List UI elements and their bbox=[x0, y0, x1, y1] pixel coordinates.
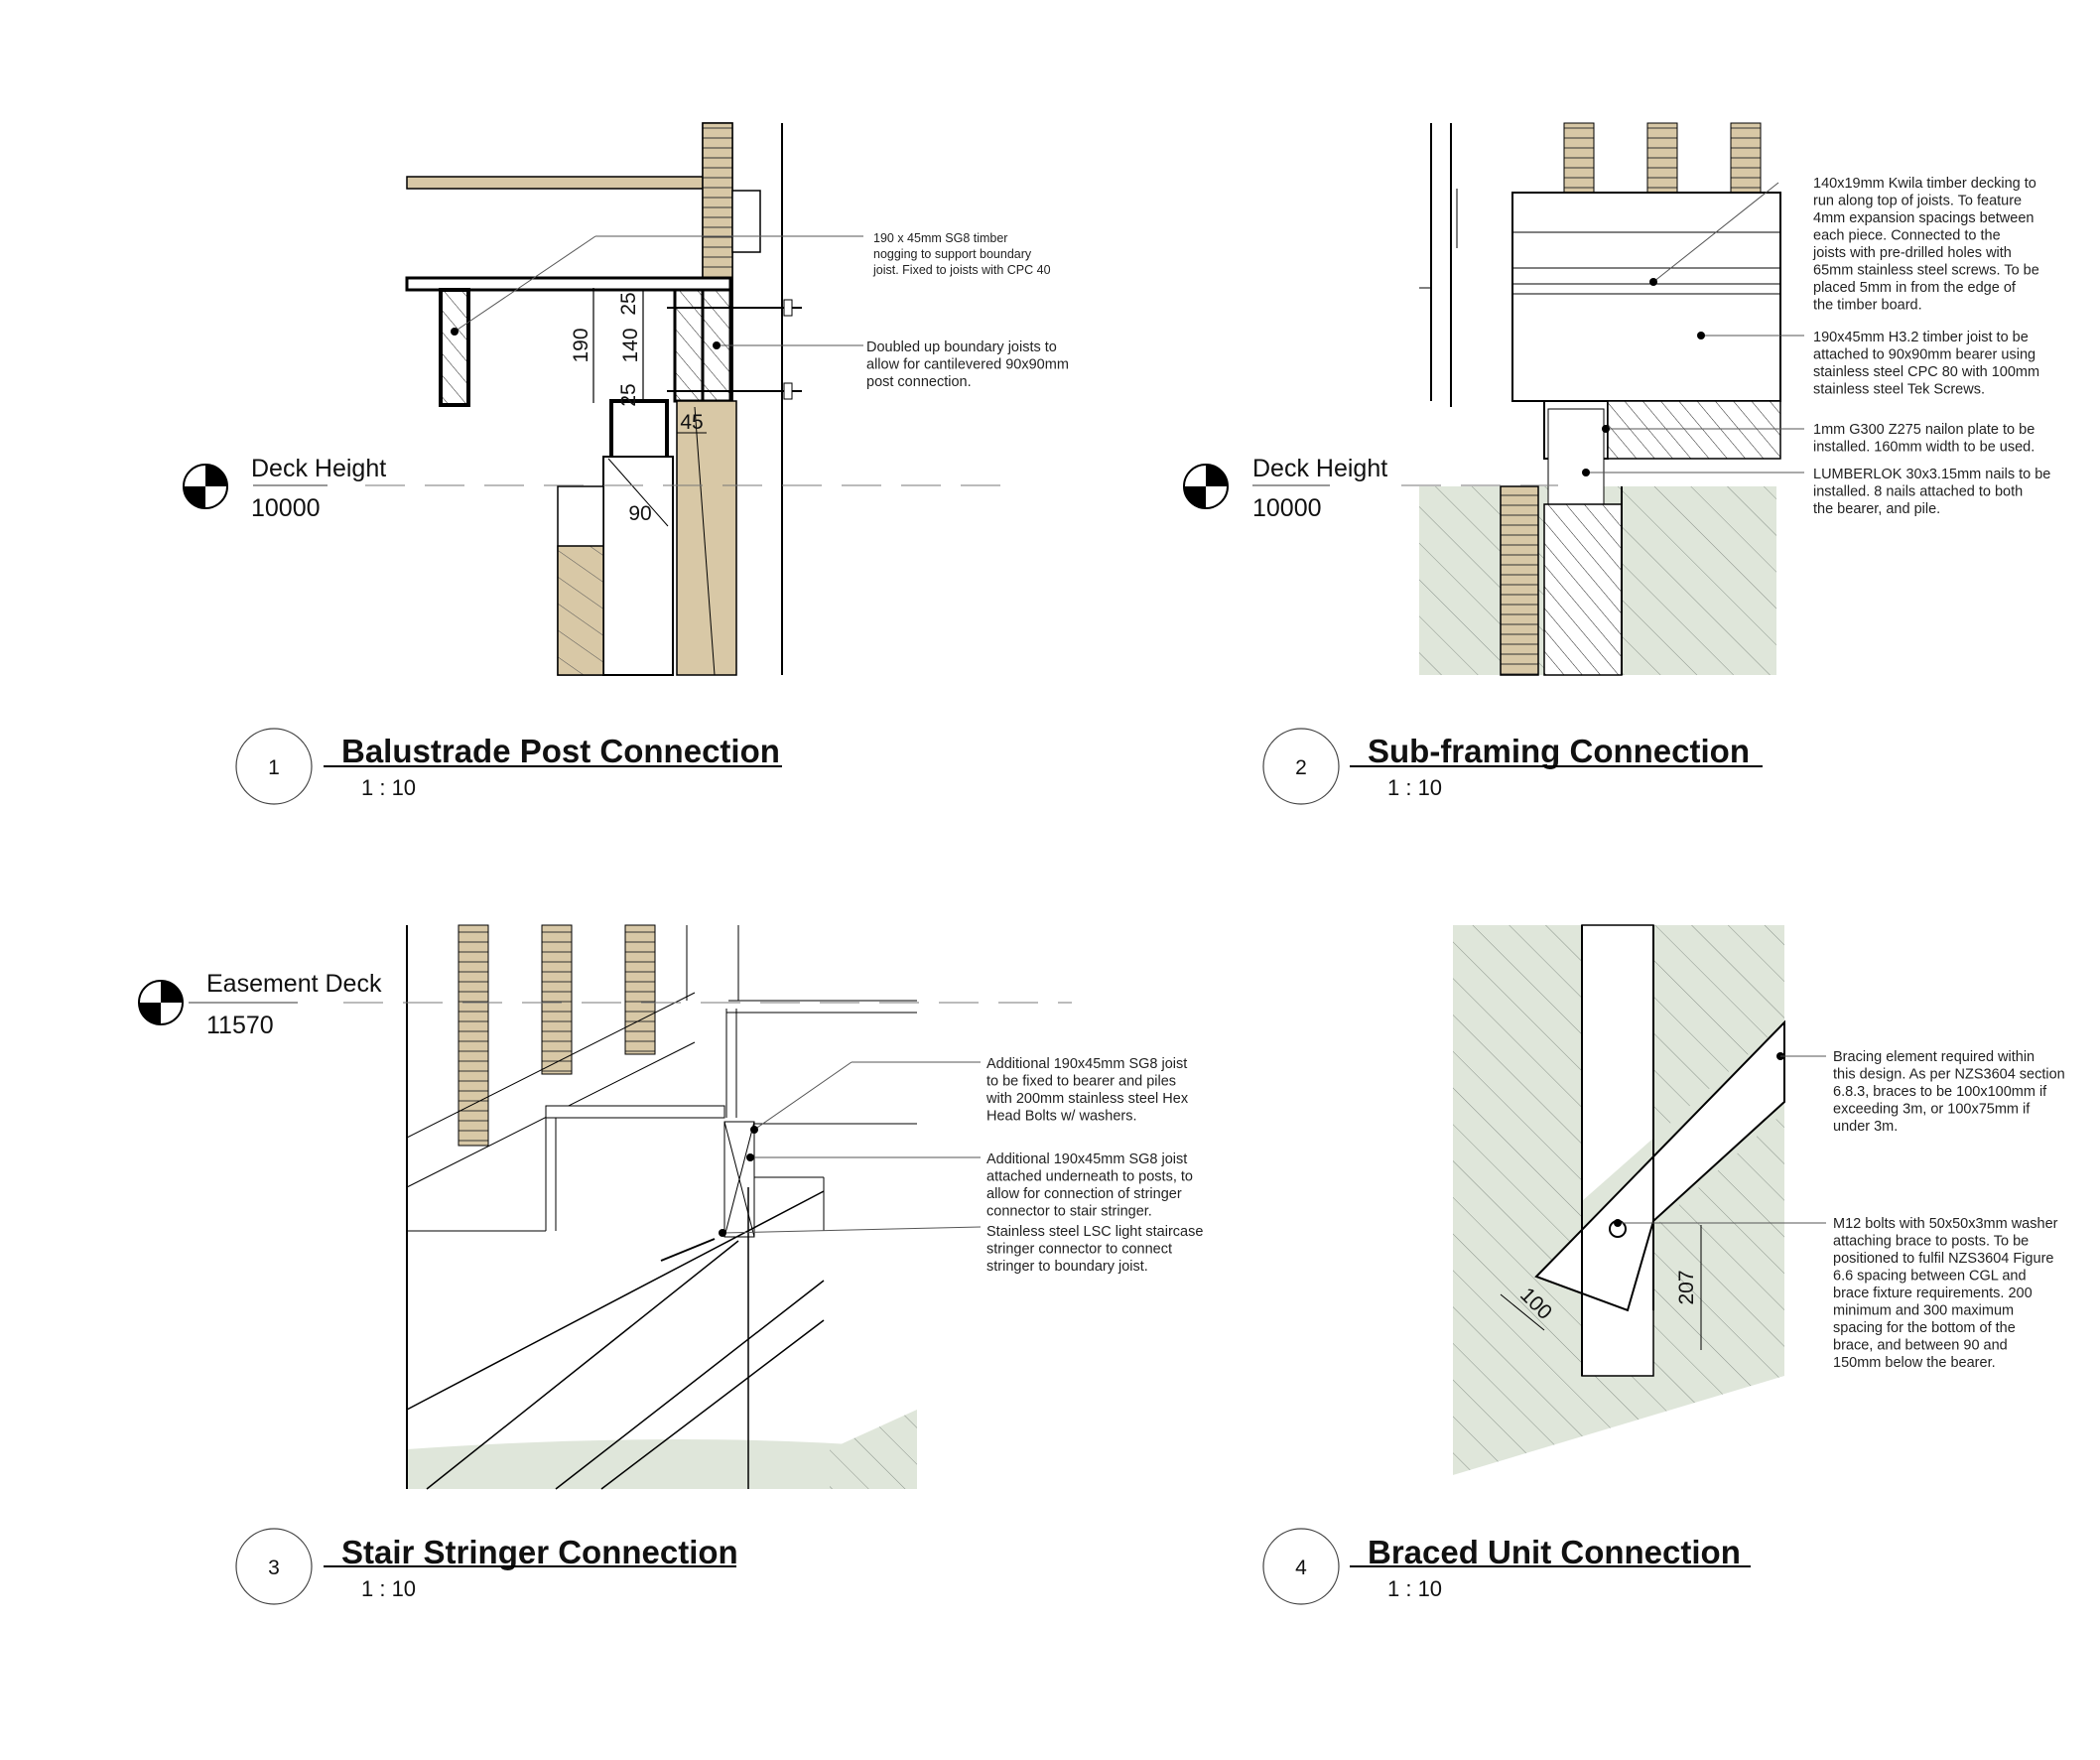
note-line: exceeding 3m, or 100x75mm if bbox=[1833, 1102, 2031, 1118]
detail-3-drawing bbox=[189, 924, 1072, 1490]
dim-1-b: 190 bbox=[570, 328, 592, 362]
note-line: stainless steel CPC 80 with 100mm bbox=[1813, 364, 2039, 380]
level-value-3: 11570 bbox=[206, 1012, 274, 1039]
note-line: to be fixed to bearer and piles bbox=[986, 1074, 1176, 1090]
note-line: positioned to fulfil NZS3604 Figure bbox=[1833, 1251, 2053, 1267]
note-line: this design. As per NZS3604 section bbox=[1833, 1067, 2065, 1083]
note-1-2: Doubled up boundary joists to allow for c… bbox=[866, 339, 1069, 390]
note-2-4: LUMBERLOK 30x3.15mm nails to be installed… bbox=[1813, 467, 2050, 517]
note-line: 6.6 spacing between CGL and bbox=[1833, 1269, 2027, 1285]
note-line: under 3m. bbox=[1833, 1119, 1898, 1135]
detail-title-1: Balustrade Post Connection bbox=[341, 733, 780, 769]
level-marker-3: Easement Deck 11570 bbox=[138, 970, 382, 1039]
note-line: nogging to support boundary bbox=[873, 247, 1032, 261]
note-4-2: M12 bolts with 50x50x3mm washer attaching… bbox=[1833, 1216, 2058, 1371]
note-line: joist. Fixed to joists with CPC 40 bbox=[872, 263, 1051, 277]
note-2-3: 1mm G300 Z275 nailon plate to be installe… bbox=[1813, 422, 2034, 456]
note-line: spacing for the bottom of the bbox=[1833, 1320, 2016, 1336]
note-line: connector to stair stringer. bbox=[986, 1204, 1152, 1220]
note-line: minimum and 300 maximum bbox=[1833, 1303, 2014, 1319]
detail-scale-3: 1 : 10 bbox=[361, 1576, 416, 1601]
detail-1-drawing bbox=[253, 122, 1012, 676]
title-block-1: 1 Balustrade Post Connection 1 : 10 bbox=[235, 728, 782, 805]
note-line: each piece. Connected to the bbox=[1813, 228, 2001, 244]
level-name-3: Easement Deck bbox=[206, 970, 382, 998]
note-line: 140x19mm Kwila timber decking to bbox=[1813, 176, 2036, 192]
note-3-1: Additional 190x45mm SG8 joist to be fixed… bbox=[985, 1056, 1189, 1125]
dim-1-e: 45 bbox=[680, 411, 703, 434]
dim-1-f: 90 bbox=[628, 502, 651, 525]
note-line: 65mm stainless steel screws. To be bbox=[1813, 263, 2039, 279]
detail-title-4: Braced Unit Connection bbox=[1368, 1534, 1741, 1570]
note-line: Head Bolts w/ washers. bbox=[986, 1109, 1137, 1125]
detail-2-drawing bbox=[1252, 122, 1804, 676]
note-line: allow for connection of stringer bbox=[986, 1186, 1182, 1202]
note-line: installed. 160mm width to be used. bbox=[1813, 440, 2034, 456]
note-line: joists with pre-drilled holes with bbox=[1812, 245, 2012, 261]
note-line: 190 x 45mm SG8 timber bbox=[873, 231, 1007, 245]
note-line: stringer connector to connect bbox=[986, 1242, 1172, 1258]
note-1-1: 190 x 45mm SG8 timber nogging to support … bbox=[872, 231, 1051, 277]
note-line: 6.8.3, braces to be 100x100mm if bbox=[1833, 1084, 2047, 1100]
note-3-2: Additional 190x45mm SG8 joist attached un… bbox=[986, 1151, 1193, 1220]
dim-4-b: 207 bbox=[1675, 1270, 1698, 1304]
level-value-2: 10000 bbox=[1252, 494, 1322, 522]
detail-title-3: Stair Stringer Connection bbox=[341, 1534, 738, 1570]
detail-4-drawing bbox=[1453, 924, 1826, 1475]
detail-scale-4: 1 : 10 bbox=[1387, 1576, 1442, 1601]
note-2-1: 140x19mm Kwila timber decking to run alon… bbox=[1812, 176, 2039, 314]
note-line: 150mm below the bearer. bbox=[1833, 1355, 1996, 1371]
note-line: Doubled up boundary joists to bbox=[866, 339, 1057, 355]
detail-scale-2: 1 : 10 bbox=[1387, 775, 1442, 800]
title-block-3: 3 Stair Stringer Connection 1 : 10 bbox=[235, 1528, 738, 1605]
note-3-3: Stainless steel LSC light staircase strin… bbox=[986, 1224, 1203, 1275]
note-line: post connection. bbox=[866, 374, 972, 390]
note-line: 1mm G300 Z275 nailon plate to be bbox=[1813, 422, 2034, 438]
detail-number-3: 3 bbox=[268, 1557, 280, 1579]
level-marker-1: Deck Height 10000 bbox=[183, 455, 386, 522]
title-block-4: 4 Braced Unit Connection 1 : 10 bbox=[1262, 1528, 1751, 1605]
note-line: 190x45mm H3.2 timber joist to be bbox=[1813, 330, 2029, 345]
note-line: attached to 90x90mm bearer using bbox=[1813, 347, 2035, 363]
note-line: the timber board. bbox=[1813, 298, 1922, 314]
note-line: stringer to boundary joist. bbox=[986, 1259, 1148, 1275]
detail-number-4: 4 bbox=[1295, 1557, 1307, 1579]
level-name-1: Deck Height bbox=[251, 455, 386, 482]
detail-scale-1: 1 : 10 bbox=[361, 775, 416, 800]
note-line: attached underneath to posts, to bbox=[986, 1169, 1193, 1185]
note-line: LUMBERLOK 30x3.15mm nails to be bbox=[1813, 467, 2050, 482]
note-line: 4mm expansion spacings between bbox=[1813, 210, 2034, 226]
note-line: Stainless steel LSC light staircase bbox=[986, 1224, 1203, 1240]
dim-1-d: 25 bbox=[617, 383, 640, 406]
dim-1-a: 25 bbox=[617, 292, 640, 315]
detail-number-1: 1 bbox=[268, 756, 280, 779]
detail-title-2: Sub-framing Connection bbox=[1368, 733, 1750, 769]
note-line: allow for cantilevered 90x90mm bbox=[866, 357, 1069, 373]
note-2-2: 190x45mm H3.2 timber joist to be attached… bbox=[1813, 330, 2039, 398]
level-name-2: Deck Height bbox=[1252, 455, 1387, 482]
title-block-2: 2 Sub-framing Connection 1 : 10 bbox=[1262, 728, 1763, 805]
detail-number-2: 2 bbox=[1295, 756, 1307, 779]
note-line: installed. 8 nails attached to both bbox=[1813, 484, 2023, 500]
note-line: brace fixture requirements. 200 bbox=[1833, 1286, 2033, 1301]
note-line: brace, and between 90 and bbox=[1833, 1338, 2008, 1354]
note-line: placed 5mm in from the edge of bbox=[1813, 280, 2017, 296]
annotation-notes: 190 x 45mm SG8 timber nogging to support … bbox=[866, 176, 2065, 1371]
note-line: Additional 190x45mm SG8 joist bbox=[986, 1056, 1187, 1072]
note-line: attaching brace to posts. To be bbox=[1833, 1234, 2029, 1250]
note-line: Additional 190x45mm SG8 joist bbox=[986, 1151, 1187, 1167]
note-4-1: Bracing element required within this desi… bbox=[1833, 1049, 2065, 1135]
level-value-1: 10000 bbox=[251, 494, 321, 522]
note-line: M12 bolts with 50x50x3mm washer bbox=[1833, 1216, 2058, 1232]
note-line: run along top of joists. To feature bbox=[1813, 194, 2022, 209]
note-line: with 200mm stainless steel Hex bbox=[985, 1091, 1189, 1107]
level-marker-2: Deck Height 10000 bbox=[1183, 455, 1387, 522]
note-line: Bracing element required within bbox=[1833, 1049, 2034, 1065]
dim-1-c: 140 bbox=[619, 328, 642, 362]
note-line: the bearer, and pile. bbox=[1813, 501, 1940, 517]
note-line: stainless steel Tek Screws. bbox=[1813, 382, 1985, 398]
